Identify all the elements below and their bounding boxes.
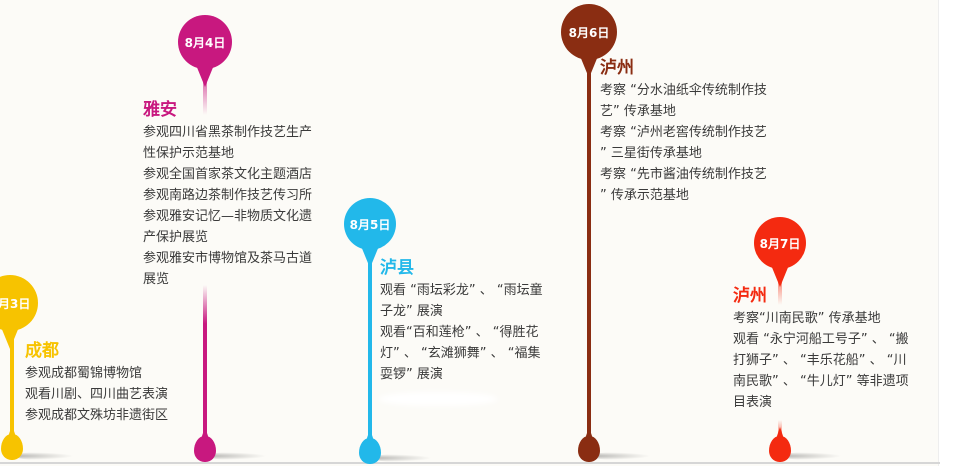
activity-line: 打狮子” 、 “丰乐花船” 、 “川 bbox=[733, 353, 907, 368]
stop-details: 成都 参观成都蜀锦博物馆 观看川剧、四川曲艺表演 参观成都文殊坊非遗街区 bbox=[25, 339, 168, 426]
activity-line: 观看 “永宁河船工号子” 、 “搬 bbox=[733, 332, 909, 347]
activity-line: 参观雅安记忆—非物质文化遗 bbox=[143, 209, 313, 224]
activity-line: 南民歌” 、 “牛儿灯” 等非遗项 bbox=[733, 374, 909, 389]
date-pin: 8月6日 bbox=[561, 4, 617, 78]
drop-marker bbox=[769, 427, 791, 462]
city-name: 成都 bbox=[25, 341, 59, 361]
timeline-stem bbox=[587, 50, 591, 445]
activity-line: 目表演 bbox=[733, 395, 773, 410]
date-label: 8月5日 bbox=[349, 217, 391, 232]
activity-line: 灯” 、 “玄滩狮舞” 、 “福集 bbox=[380, 346, 541, 361]
activity-line: 参观成都文殊坊非遗街区 bbox=[25, 408, 169, 423]
date-label: 8月3日 bbox=[0, 296, 31, 311]
timeline-stem bbox=[203, 60, 207, 115]
activity-line: 观看川剧、四川曲艺表演 bbox=[25, 387, 169, 402]
activity-line: 艺” 传承基地 bbox=[600, 104, 676, 119]
timeline-stem bbox=[203, 285, 207, 440]
date-label: 8月7日 bbox=[759, 236, 801, 251]
activity-line: 考察“川南民歌” 传承基地 bbox=[733, 311, 881, 326]
activity-line: 考察 “分水油纸伞传统制作技 bbox=[600, 83, 767, 98]
activity-line: 展览 bbox=[143, 272, 170, 287]
timeline-stem bbox=[368, 245, 372, 445]
activity-line: 参观成都蜀锦博物馆 bbox=[25, 366, 143, 381]
activity-line: 子龙” 展演 bbox=[380, 304, 443, 319]
activity-line: 考察 “先市酱油传统制作技艺 bbox=[600, 167, 767, 182]
city-name: 泸州 bbox=[733, 286, 767, 306]
fade-overlay bbox=[378, 392, 498, 406]
activity-line: 性保护示范基地 bbox=[143, 146, 235, 161]
pin-shadow bbox=[372, 454, 432, 462]
date-pin: 8月3日 bbox=[0, 275, 38, 349]
activity-line: ” 传承示范基地 bbox=[600, 188, 689, 203]
pin-shadow bbox=[207, 452, 267, 460]
date-label: 8月6日 bbox=[568, 25, 610, 40]
stop-details: 泸州 考察 “分水油纸伞传统制作技 艺” 传承基地 考察 “泸州老窖传统制作技艺… bbox=[600, 56, 767, 206]
stop-details: 泸州 考察“川南民歌” 传承基地 观看 “永宁河船工号子” 、 “搬 打狮子” … bbox=[733, 284, 909, 413]
stop-details: 泸县 观看 “雨坛彩龙” 、 “雨坛童 子龙” 展演 观看“百和莲枪” 、 “得… bbox=[380, 256, 543, 385]
date-pin: 8月5日 bbox=[344, 198, 396, 268]
activity-line: 观看 “雨坛彩龙” 、 “雨坛童 bbox=[380, 283, 543, 298]
activity-line: 参观南路边茶制作技艺传习所 bbox=[143, 188, 313, 203]
activity-line: 参观雅安市博物馆及茶马古道 bbox=[143, 251, 313, 266]
activity-line: 观看“百和莲枪” 、 “得胜花 bbox=[380, 325, 539, 340]
drop-marker bbox=[1, 425, 23, 460]
activity-line: 参观四川省黑茶制作技艺生产 bbox=[143, 125, 313, 140]
drop-marker bbox=[359, 429, 381, 464]
drop-marker bbox=[578, 427, 600, 462]
city-name: 泸州 bbox=[600, 58, 634, 78]
stop-details: 雅安 参观四川省黑茶制作技艺生产 性保护示范基地 参观全国首家茶文化主题酒店 参… bbox=[143, 98, 312, 290]
drop-marker bbox=[194, 427, 216, 462]
pin-shadow bbox=[591, 452, 651, 460]
activity-line: 产保护展览 bbox=[143, 230, 209, 245]
date-label: 8月4日 bbox=[184, 35, 226, 50]
activity-line: 参观全国首家茶文化主题酒店 bbox=[143, 167, 313, 182]
ground-line bbox=[0, 462, 940, 464]
pin-shadow bbox=[14, 452, 74, 460]
date-pin: 8月7日 bbox=[754, 217, 806, 287]
city-name: 泸县 bbox=[380, 258, 414, 278]
city-name: 雅安 bbox=[143, 100, 177, 120]
timeline-stem bbox=[10, 325, 14, 437]
activity-line: ” 三星街传承基地 bbox=[600, 146, 702, 161]
right-border bbox=[938, 0, 960, 466]
pin-shadow bbox=[782, 452, 842, 460]
activity-line: 耍锣” 展演 bbox=[380, 367, 443, 382]
activity-line: 考察 “泸州老窖传统制作技艺 bbox=[600, 125, 767, 140]
date-pin: 8月4日 bbox=[178, 15, 232, 87]
